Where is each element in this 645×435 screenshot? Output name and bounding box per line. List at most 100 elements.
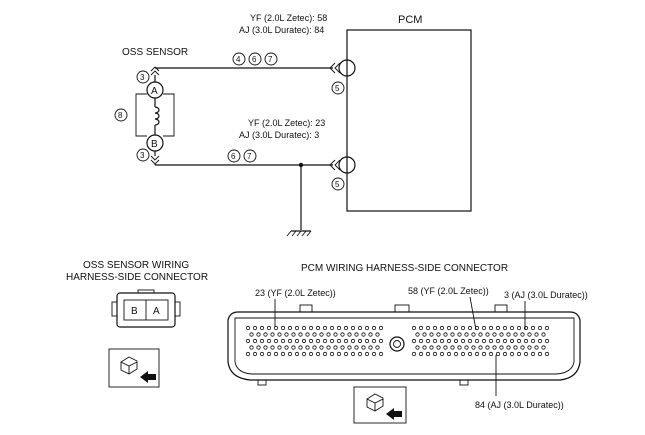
wire-top-label-1: YF (2.0L Zetec): 58 <box>250 13 327 23</box>
connector-pin <box>488 338 494 344</box>
connector-pin <box>333 332 338 337</box>
connector-pin <box>495 325 501 331</box>
connector-pin <box>495 338 501 344</box>
connector-pin <box>544 351 550 357</box>
connector-pin <box>485 332 490 337</box>
connector-pin <box>537 338 543 344</box>
connector-pin <box>364 351 370 357</box>
connector-pin <box>294 338 300 344</box>
svg-text:5: 5 <box>335 84 340 93</box>
connector-pin <box>368 345 373 350</box>
connector-pin <box>415 332 420 337</box>
oss-connector-title-1: OSS SENSOR WIRING <box>83 260 189 271</box>
connector-pin <box>291 345 296 350</box>
connector-pin <box>523 325 529 331</box>
connector-pin <box>453 351 459 357</box>
connector-pin <box>343 325 349 331</box>
connector-pin <box>429 345 434 350</box>
connector-pin <box>450 332 455 337</box>
pcm-pin-field-left <box>245 325 384 357</box>
connector-pin <box>425 351 431 357</box>
callout-5-bottom: 5 <box>331 177 345 191</box>
connector-pin <box>284 332 289 337</box>
connector-pin <box>488 351 494 357</box>
oss-chevron-top <box>150 66 160 76</box>
connector-pin <box>516 325 522 331</box>
connector-pin <box>252 325 258 331</box>
callout-7-bottom: 7 <box>243 149 257 163</box>
connector-pin <box>273 325 279 331</box>
connector-pin <box>340 332 345 337</box>
connector-pin <box>245 325 251 331</box>
connector-pin <box>474 351 480 357</box>
connector-pin <box>481 338 487 344</box>
connector-pin <box>273 338 279 344</box>
connector-pin <box>446 338 452 344</box>
callout-6-top: 6 <box>248 52 262 66</box>
connector-pin <box>364 325 370 331</box>
svg-text:4: 4 <box>236 55 241 64</box>
connector-pin <box>245 351 251 357</box>
connector-pin <box>492 345 497 350</box>
connector-pin <box>439 325 445 331</box>
connector-pin <box>336 338 342 344</box>
connector-pin <box>298 332 303 337</box>
connector-pin <box>418 325 424 331</box>
connector-pin <box>343 338 349 344</box>
connector-pin <box>523 338 529 344</box>
connector-chevron-top <box>329 62 341 74</box>
connector-pin <box>422 332 427 337</box>
connector-pin <box>506 345 511 350</box>
connector-pin <box>502 338 508 344</box>
connector-pin <box>509 351 515 357</box>
connector-pin <box>516 338 522 344</box>
connector-pin <box>305 332 310 337</box>
connector-pin <box>439 351 445 357</box>
connector-pin <box>378 351 384 357</box>
connector-pin <box>495 351 501 357</box>
connector-pin <box>481 351 487 357</box>
connector-pin <box>270 345 275 350</box>
connector-pin <box>252 351 258 357</box>
pcm-connector-face <box>227 304 581 386</box>
connector-pin <box>273 351 279 357</box>
connector-pin <box>446 351 452 357</box>
svg-text:6: 6 <box>252 55 257 64</box>
connector-pin <box>502 351 508 357</box>
connector-pin <box>371 325 377 331</box>
connector-pin <box>436 332 441 337</box>
connector-pin <box>336 325 342 331</box>
connector-pin <box>298 345 303 350</box>
wire-top-label-2: AJ (3.0L Duratec): 84 <box>239 25 324 35</box>
pcm-pin-58-label: 58 (YF (2.0L Zetec)) <box>408 286 489 296</box>
connector-pin <box>478 345 483 350</box>
connector-pin <box>411 351 417 357</box>
connector-pin <box>513 332 518 337</box>
connector-pin <box>326 332 331 337</box>
connector-pin <box>284 345 289 350</box>
connector-pin <box>432 338 438 344</box>
connector-pin <box>319 332 324 337</box>
connector-pin <box>266 351 272 357</box>
connector-pin <box>499 345 504 350</box>
oss-sensor-bracket <box>135 93 147 137</box>
callout-7-top: 7 <box>264 52 278 66</box>
connector-pin <box>544 325 550 331</box>
connector-pin <box>266 338 272 344</box>
connector-pin <box>474 338 480 344</box>
connector-pin <box>315 351 321 357</box>
connector-pin <box>312 332 317 337</box>
connector-pin <box>364 338 370 344</box>
connector-pin <box>277 345 282 350</box>
connector-pin <box>502 325 508 331</box>
callout-6-bottom: 6 <box>227 149 241 163</box>
connector-pin <box>259 325 265 331</box>
pcm-pin-field-right <box>411 325 550 357</box>
pcm-box <box>346 29 472 212</box>
connector-pin <box>415 345 420 350</box>
connector-pin <box>460 325 466 331</box>
connector-pin <box>350 338 356 344</box>
connector-pin <box>350 351 356 357</box>
pcm-pin-3-label: 3 (AJ (3.0L Duratec)) <box>504 290 588 300</box>
callout-3-bottom: 3 <box>136 148 150 162</box>
